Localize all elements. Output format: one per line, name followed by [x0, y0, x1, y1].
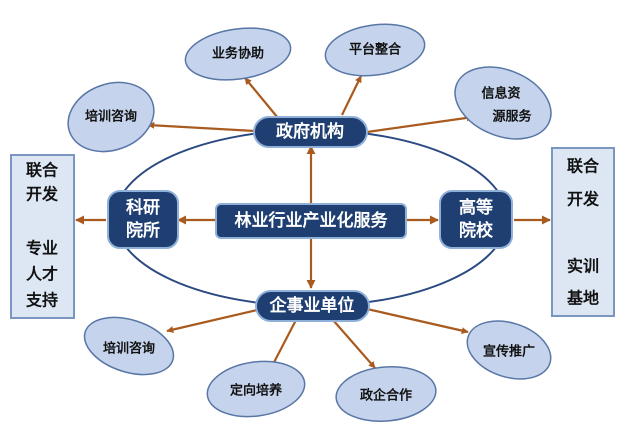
service-info: 信息资 源服务	[454, 66, 552, 140]
service-info-label-1: 信息资	[481, 86, 520, 102]
arrow-ent-to-cooperation	[332, 319, 376, 369]
service-promotion: 宣传推广	[466, 320, 552, 380]
service-ent-consult-label: 培训咨询	[103, 341, 155, 357]
node-university-label-2: 院校	[459, 220, 494, 241]
service-gov-consult: 培训咨询	[67, 81, 155, 153]
left-box-line-2: 开发	[26, 185, 59, 204]
left-support-box: 联合 开发 专业 人才 支持	[10, 154, 75, 319]
left-box-line-1: 联合	[26, 161, 59, 180]
service-targeted: 定向培养	[206, 360, 306, 418]
arrow-gov-to-platform	[341, 75, 362, 116]
node-research-label-2: 院所	[126, 220, 160, 241]
arrow-ent-to-consult	[166, 308, 258, 333]
node-center-label: 林业行业产业化服务	[235, 210, 389, 231]
arrow-gov-to-consult	[147, 121, 256, 133]
arrow-gov-to-info	[366, 114, 474, 134]
node-research-label-1: 科研	[126, 197, 160, 218]
service-platform: 平台整合	[324, 23, 426, 77]
right-box-line-4: 基地	[566, 289, 599, 308]
node-government: 政府机构	[253, 116, 368, 148]
left-box-line-5: 支持	[25, 291, 58, 310]
node-research: 科研 院所	[107, 190, 179, 249]
right-base-box: 联合 开发 实训 基地	[551, 147, 615, 317]
service-cooperation-label: 政企合作	[360, 388, 412, 404]
left-box-line-4: 人才	[26, 265, 58, 284]
service-info-label-2: 源服务	[492, 109, 532, 125]
service-business-label: 业务协助	[212, 46, 264, 62]
service-gov-consult-label: 培训咨询	[85, 109, 137, 125]
service-promotion-label: 宣传推广	[483, 344, 535, 360]
service-cooperation: 政企合作	[335, 366, 437, 422]
node-government-label: 政府机构	[276, 121, 344, 142]
service-targeted-label: 定向培养	[229, 383, 283, 399]
node-enterprise: 企事业单位	[255, 290, 370, 322]
right-box-line-2: 开发	[567, 190, 600, 209]
service-platform-label: 平台整合	[349, 42, 402, 58]
node-university-label-1: 高等	[459, 197, 493, 218]
left-box-line-3: 专业	[26, 239, 58, 258]
service-business: 业务协助	[184, 27, 292, 81]
right-box-line-3: 实训	[567, 257, 599, 276]
service-ent-consult: 培训咨询	[83, 316, 175, 376]
right-box-line-1: 联合	[567, 157, 600, 176]
node-center: 林业行业产业化服务	[215, 203, 407, 239]
node-enterprise-label: 企事业单位	[269, 295, 355, 316]
arrow-gov-to-business	[244, 77, 279, 119]
node-university: 高等 院校	[439, 190, 513, 249]
arrows	[75, 75, 551, 371]
arrow-ent-to-promotion	[366, 307, 469, 335]
